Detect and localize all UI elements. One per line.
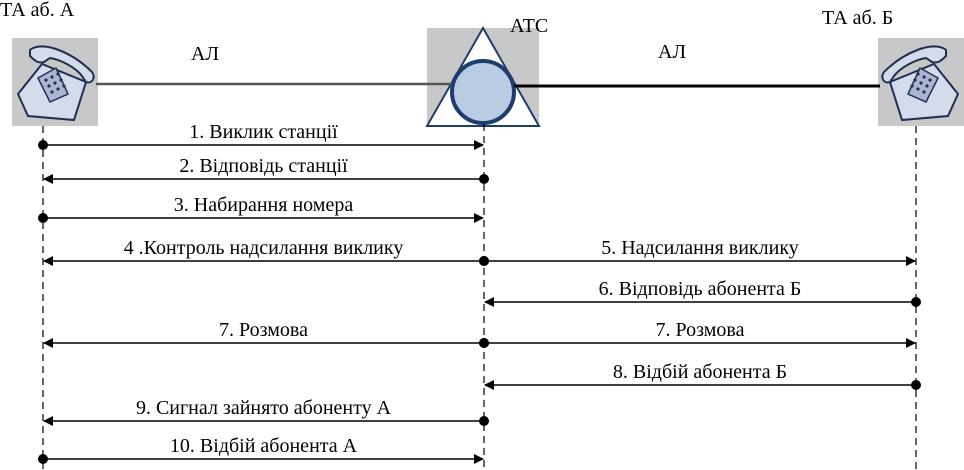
message-1: 1. Виклик станції bbox=[38, 121, 484, 150]
link-label-left: АЛ bbox=[191, 43, 219, 65]
message-label: 9. Сигнал зайнято абоненту А bbox=[136, 397, 392, 419]
message-origin-dot bbox=[38, 454, 48, 464]
message-7: 7. Розмова bbox=[43, 319, 489, 348]
message-5: 5. Надсилання виклику bbox=[479, 237, 916, 266]
message-9: 8. Відбій абонента Б bbox=[484, 361, 921, 390]
message-label: 5. Надсилання виклику bbox=[601, 237, 799, 259]
message-origin-dot bbox=[38, 213, 48, 223]
message-8: 7. Розмова bbox=[479, 319, 916, 348]
node-label-b: ТА аб. Б bbox=[822, 7, 893, 29]
message-origin-dot bbox=[479, 174, 489, 184]
message-origin-dot bbox=[479, 256, 489, 266]
node-label-a: ТА аб. А bbox=[0, 0, 75, 21]
message-label: 1. Виклик станції bbox=[189, 121, 338, 143]
phone-a-icon bbox=[11, 37, 99, 127]
message-2: 2. Відповідь станції bbox=[43, 155, 489, 184]
link-label-right: АЛ bbox=[658, 41, 686, 63]
message-3: 3. Набирання номера bbox=[38, 194, 484, 223]
exchange-icon bbox=[425, 25, 541, 127]
message-list: 1. Виклик станції 2. Відповідь станції 3. … bbox=[38, 121, 921, 464]
message-origin-dot bbox=[911, 380, 921, 390]
message-origin-dot bbox=[479, 416, 489, 426]
message-10: 9. Сигнал зайнято абоненту А bbox=[43, 397, 489, 426]
message-label: 6. Відповідь абонента Б bbox=[599, 278, 802, 300]
message-4: 4 .Контроль надсилання виклику bbox=[43, 237, 489, 266]
message-label: 4 .Контроль надсилання виклику bbox=[124, 237, 404, 259]
message-label: 8. Відбій абонента Б bbox=[613, 361, 787, 383]
phone-b-icon bbox=[877, 37, 964, 127]
message-label: 3. Набирання номера bbox=[174, 194, 354, 216]
message-label: 7. Розмова bbox=[656, 319, 745, 341]
message-label: 2. Відповідь станції bbox=[179, 155, 348, 177]
message-origin-dot bbox=[479, 338, 489, 348]
message-origin-dot bbox=[911, 297, 921, 307]
message-label: 10. Відбій абонента А bbox=[170, 435, 358, 457]
node-label-exchange: АТС bbox=[510, 15, 548, 37]
message-11: 10. Відбій абонента А bbox=[38, 435, 484, 464]
message-origin-dot bbox=[38, 140, 48, 150]
message-6: 6. Відповідь абонента Б bbox=[484, 278, 921, 307]
message-label: 7. Розмова bbox=[219, 319, 308, 341]
